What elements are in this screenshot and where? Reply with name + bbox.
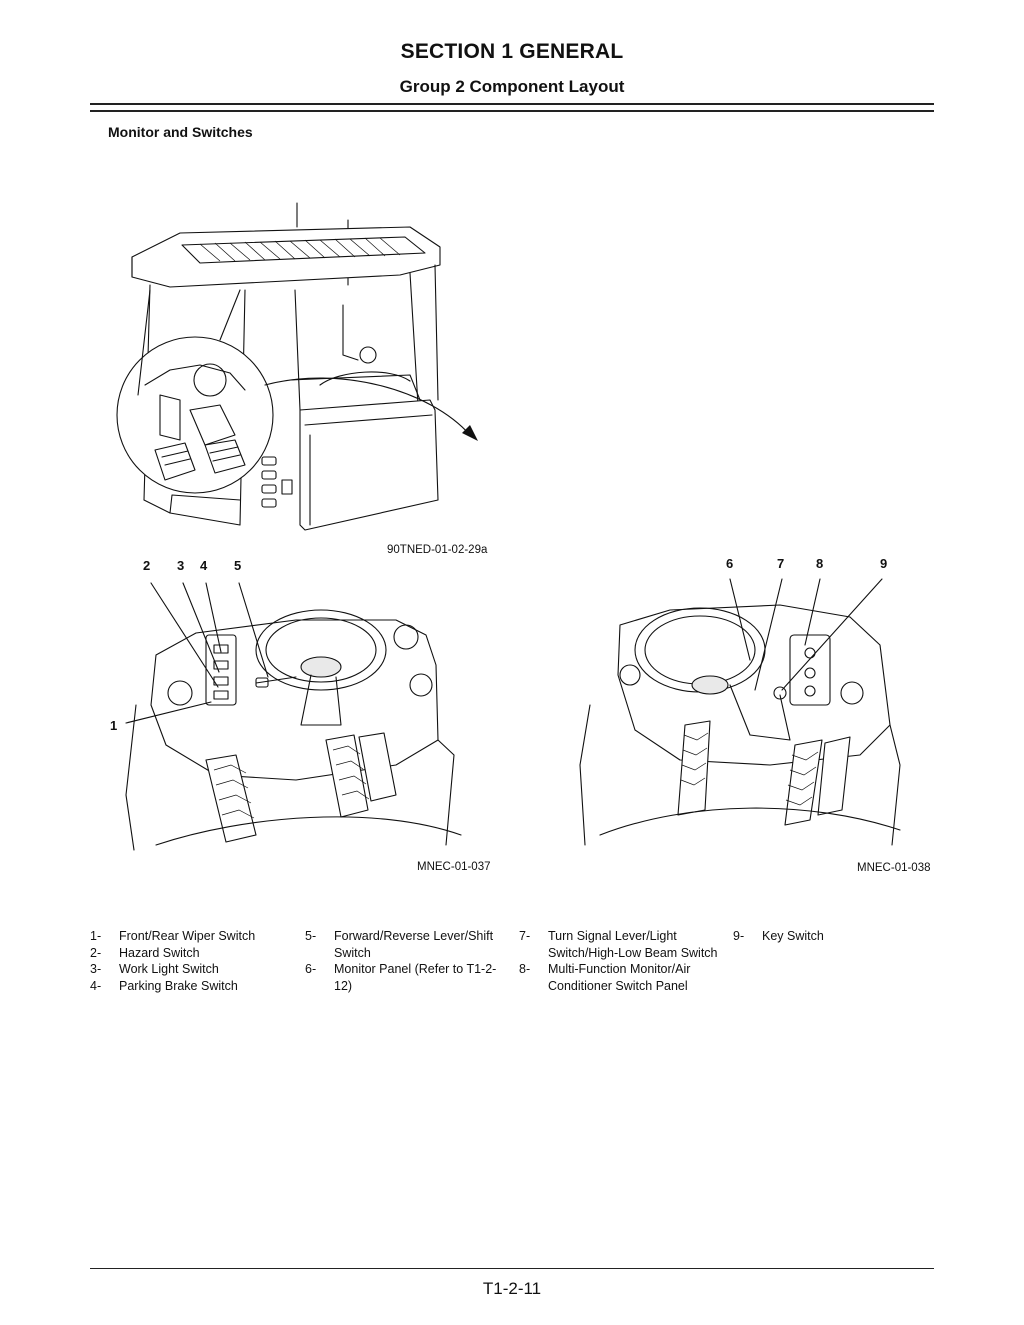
callout-5: 5 (234, 558, 242, 573)
legend-text: Monitor Panel (Refer to T1-2-12) (334, 962, 497, 993)
legend-column-2: 5- Forward/Reverse Lever/Shift Switch 6-… (305, 928, 500, 994)
cab-figure-caption: 90TNED-01-02-29a (387, 544, 488, 556)
legend-item: 9- Key Switch (733, 928, 853, 945)
legend-text: Hazard Switch (119, 945, 200, 960)
legend-item: 8- Multi-Function Monitor/Air Conditione… (519, 961, 719, 994)
right-figure-caption: MNEC-01-038 (857, 862, 931, 874)
group-subtitle: Group 2 Component Layout (399, 77, 625, 96)
legend-number: 7- (519, 929, 531, 943)
legend-number: 4- (90, 978, 102, 993)
legend-number: 6- (305, 962, 317, 976)
legend-text: Multi-Function Monitor/Air Conditioner S… (548, 962, 691, 993)
callout-6: 6 (726, 556, 734, 571)
legend-number: 9- (733, 929, 745, 943)
legend-text: Front/Rear Wiper Switch (119, 929, 256, 943)
legend-text: Turn Signal Lever/Light Switch/High-Low … (548, 929, 718, 960)
legend-number: 1- (90, 929, 102, 943)
legend-item: 5- Forward/Reverse Lever/Shift Switch (305, 928, 500, 961)
cab-overview-illustration (110, 195, 485, 540)
legend-item: 2- Hazard Switch (90, 945, 280, 962)
legend-item: 1- Front/Rear Wiper Switch (90, 928, 280, 945)
legend-item: 4- Parking Brake Switch (90, 978, 280, 995)
legend-number: 5- (305, 929, 317, 943)
legend-column-1: 1- Front/Rear Wiper Switch 2- Hazard Swi… (90, 928, 280, 994)
legend-text: Key Switch (762, 929, 824, 943)
legend-item: 6- Monitor Panel (Refer to T1-2-12) (305, 961, 500, 994)
footer-rule (90, 1268, 934, 1269)
callout-2: 2 (143, 558, 151, 573)
callout-1: 1 (110, 718, 118, 733)
callout-4: 4 (200, 558, 208, 573)
legend-number: 2- (90, 945, 102, 960)
legend-text: Forward/Reverse Lever/Shift Switch (334, 929, 494, 960)
callout-8: 8 (816, 556, 824, 571)
legend-number: 8- (519, 962, 531, 976)
left-figure-caption: MNEC-01-037 (417, 861, 491, 873)
legend-item: 3- Work Light Switch (90, 961, 280, 978)
legend-column-3: 7- Turn Signal Lever/Light Switch/High-L… (519, 928, 719, 994)
legend-number: 3- (90, 962, 102, 976)
left-dashboard-illustration (96, 565, 496, 855)
legend-text: Parking Brake Switch (119, 978, 238, 993)
right-dashboard-illustration (560, 565, 935, 855)
legend-column-4: 9- Key Switch (733, 928, 853, 945)
section-heading: Monitor and Switches (108, 124, 253, 140)
legend-item: 7- Turn Signal Lever/Light Switch/High-L… (519, 928, 719, 961)
callout-9: 9 (880, 556, 888, 571)
header-double-rule (90, 103, 934, 112)
page-number: T1-2-11 (482, 1279, 542, 1298)
callout-3: 3 (177, 558, 185, 573)
section-title: SECTION 1 GENERAL (400, 40, 624, 63)
legend-text: Work Light Switch (119, 962, 219, 976)
callout-7: 7 (777, 556, 785, 571)
